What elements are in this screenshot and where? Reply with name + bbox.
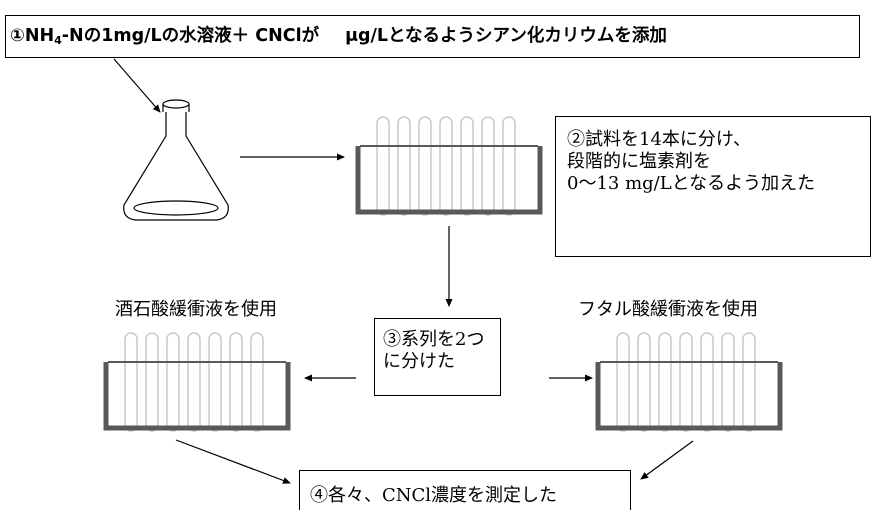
step3-line-1: ③系列を2つ [383,329,485,350]
step4-box: ④各々、CNCl濃度を測定した [299,470,631,510]
left-buffer-label: 酒石酸緩衝液を使用 [115,299,277,320]
test-tube-rack-right-icon [595,332,783,432]
step2-line-3: 0〜13 mg/Lとなるよう加えた [567,173,816,194]
arrow-right-rack-to-step4 [640,440,694,480]
step1-text-before-gap: -Nの1mg/Lの水溶液＋ CNClが [61,26,320,46]
step2-box: ②試料を14本に分け、 段階的に塩素剤を 0〜13 mg/Lとなるよう加えた [555,116,871,257]
step3-line-2: に分けた [383,351,455,372]
arrows [113,58,694,484]
erlenmeyer-flask-icon [123,99,229,221]
step1-formula-subscript: 4 [54,34,62,47]
right-buffer-label: フタル酸緩衝液を使用 [578,299,758,320]
test-tube-rack-left-icon [103,332,291,432]
test-tube-rack-top-icon [355,116,543,216]
step1-text-after-gap: μg/Lとなるようシアン化カリウムを添加 [345,26,667,46]
step2-line-1: ②試料を14本に分け、 [567,129,752,150]
step1-circled-number: ① [10,26,25,46]
step1-box: ①NH4-Nの1mg/Lの水溶液＋ CNClが μg/Lとなるようシアン化カリウム… [5,15,860,58]
step4-text: ④各々、CNCl濃度を測定した [310,485,558,506]
step1-formula-prefix: NH [24,26,55,46]
step2-line-2: 段階的に塩素剤を [567,151,711,172]
arrow-step1-to-flask [113,58,161,113]
step3-box: ③系列を2つ に分けた [374,318,501,396]
arrow-left-rack-to-step4 [175,439,291,484]
